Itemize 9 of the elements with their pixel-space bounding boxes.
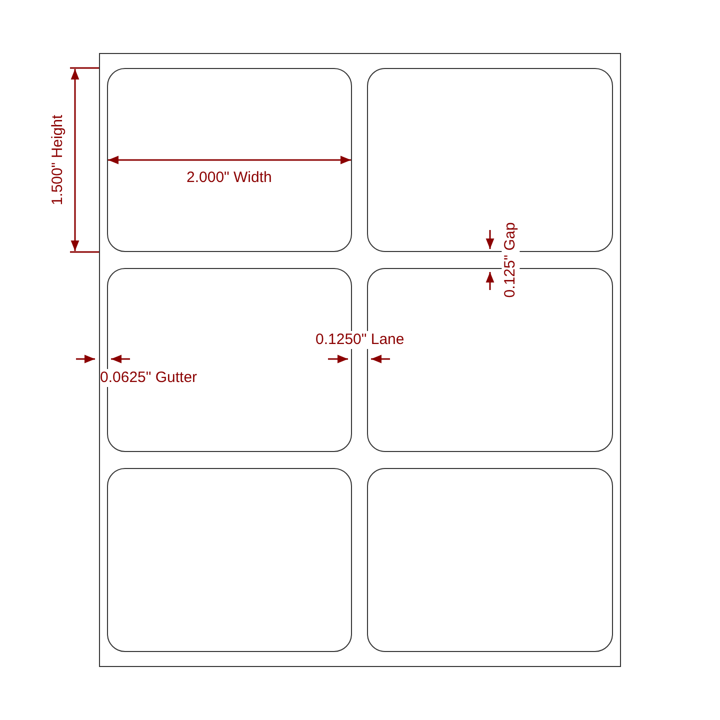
- blank-label: [367, 468, 613, 652]
- label-sheet: [99, 53, 621, 667]
- blank-label: [367, 68, 613, 252]
- dimension-label: 0.0625" Gutter: [100, 369, 198, 387]
- dimension-label: 0.125" Gap: [501, 222, 520, 298]
- dimension-label: 0.1250" Lane: [316, 331, 404, 349]
- dimension-label: 1.500" Height: [49, 114, 68, 206]
- blank-label: [107, 468, 352, 652]
- blank-label: [107, 68, 352, 252]
